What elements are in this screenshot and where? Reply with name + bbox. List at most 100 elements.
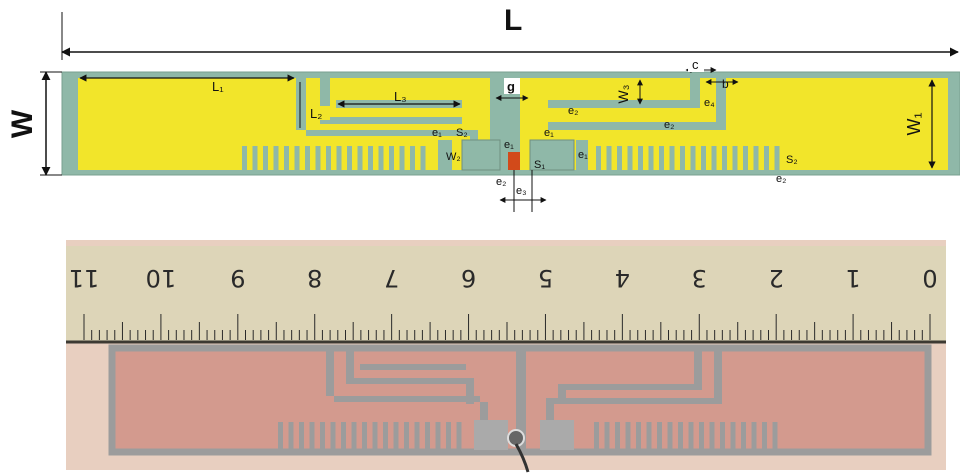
ruler-number: 7 xyxy=(384,264,399,292)
comb-slot xyxy=(294,146,300,170)
label-e2-right-comb: e₂ xyxy=(776,173,786,185)
comb-slot xyxy=(336,146,342,170)
label-g-box xyxy=(504,78,520,94)
left-patch xyxy=(78,78,508,171)
comb-slot xyxy=(772,422,778,450)
label-b: b xyxy=(722,77,729,91)
comb-slot xyxy=(393,422,399,450)
right-l-slot xyxy=(548,78,700,108)
comb-slot xyxy=(617,146,622,170)
comb-slot xyxy=(263,146,268,170)
comb-slot xyxy=(305,146,310,170)
photo-right-comb xyxy=(594,422,778,450)
comb-slot xyxy=(320,422,325,450)
label-L2: L₂ xyxy=(310,106,322,121)
comb-slot xyxy=(362,422,367,450)
comb-slot xyxy=(604,422,610,450)
antenna-layout-diagram: L W W₁ L₁ L₂ L₃ g c b W₃ e₄ e₂ xyxy=(6,4,960,212)
label-W2: W₂ xyxy=(446,151,461,163)
comb-slot xyxy=(659,146,664,170)
comb-slot xyxy=(701,146,706,170)
photo-right-pad xyxy=(540,420,574,450)
right-patch xyxy=(520,78,948,171)
comb-slot xyxy=(330,422,336,450)
label-L2-box xyxy=(308,106,330,120)
comb-slot xyxy=(722,146,727,170)
comb-slot xyxy=(278,422,283,450)
comb-slot xyxy=(699,422,704,450)
ruler-number: 2 xyxy=(769,264,784,292)
label-W3: W₃ xyxy=(615,85,631,104)
comb-slot xyxy=(606,146,612,170)
label-e2-bottom: e₂ xyxy=(496,176,506,188)
label-e1-center: e₁ xyxy=(504,139,514,151)
comb-slot xyxy=(351,422,357,450)
comb-slot xyxy=(732,146,738,170)
comb-slot xyxy=(709,422,715,450)
comb-slot xyxy=(252,146,258,170)
comb-slot xyxy=(636,422,641,450)
comb-slot xyxy=(638,146,643,170)
photo-cable xyxy=(514,443,530,473)
comb-slot xyxy=(669,146,675,170)
comb-slot xyxy=(372,422,378,450)
ruler-number: 1 xyxy=(845,264,860,292)
label-L: L xyxy=(504,4,522,37)
comb-slot xyxy=(648,146,654,170)
comb-slot xyxy=(242,146,247,170)
label-S2-left: S₂ xyxy=(456,127,468,139)
comb-slot xyxy=(741,422,746,450)
label-e2-right-top: e₂ xyxy=(568,105,578,117)
label-S2-right: S₂ xyxy=(786,154,798,166)
comb-slot xyxy=(399,146,405,170)
photo-center-gap xyxy=(516,350,526,450)
label-S1-right: S₁ xyxy=(534,159,545,171)
comb-slot xyxy=(720,422,725,450)
label-e3-bottom: e₃ xyxy=(516,185,527,197)
label-W: W xyxy=(6,109,39,138)
comb-slot xyxy=(615,422,620,450)
comb-slot xyxy=(315,146,321,170)
ruler-number: 5 xyxy=(538,264,553,292)
comb-slot xyxy=(594,422,599,450)
comb-slot xyxy=(764,146,769,170)
comb-slot xyxy=(435,422,441,450)
comb-slot xyxy=(730,422,736,450)
photo-connector xyxy=(507,429,525,447)
left-comb-slots xyxy=(242,146,426,170)
feed-point xyxy=(508,152,520,170)
comb-slot xyxy=(404,422,409,450)
comb-slot xyxy=(711,146,717,170)
comb-slot xyxy=(774,146,780,170)
comb-slot xyxy=(446,422,451,450)
comb-slot xyxy=(378,146,384,170)
photo-left-pad xyxy=(474,420,508,450)
comb-slot xyxy=(690,146,696,170)
comb-slot xyxy=(414,422,420,450)
comb-slot xyxy=(273,146,279,170)
left-inner-slot xyxy=(320,78,462,124)
right-comb-slots xyxy=(596,146,780,170)
comb-slot xyxy=(288,422,294,450)
ruler-number: 10 xyxy=(146,264,177,292)
comb-slot xyxy=(667,422,673,450)
comb-slot xyxy=(309,422,315,450)
comb-slot xyxy=(383,422,388,450)
ruler-number: 8 xyxy=(307,264,322,292)
right-inner-slot xyxy=(548,78,726,130)
label-e1-left: e₁ xyxy=(432,127,442,139)
ruler-ticks xyxy=(83,314,931,340)
comb-slot xyxy=(347,146,352,170)
comb-slot xyxy=(326,146,331,170)
comb-slot xyxy=(389,146,394,170)
comb-slot xyxy=(678,422,683,450)
comb-slot xyxy=(688,422,694,450)
ruler-number: 11 xyxy=(69,264,100,292)
ruler-number: 9 xyxy=(230,264,245,292)
right-s-slot xyxy=(576,140,588,170)
label-W1: W₁ xyxy=(904,112,924,135)
comb-slot xyxy=(299,422,304,450)
photo-left-comb xyxy=(278,422,462,450)
label-g: g xyxy=(507,79,515,94)
